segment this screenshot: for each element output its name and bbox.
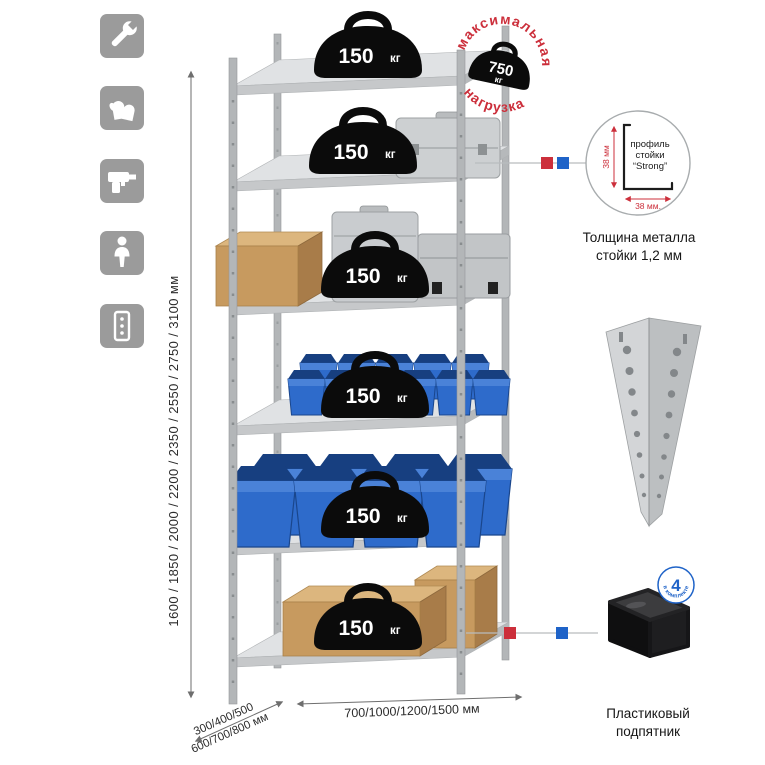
rack-back-posts [273, 25, 510, 669]
shelf-load-value: 150 [338, 617, 373, 640]
profile-callout: 38 мм 38 мм. профиль стойки “Strong” [585, 110, 691, 216]
red-marker [504, 627, 516, 639]
shelf-load-value: 150 [345, 505, 380, 528]
foot-caption: Пластиковый подпятник [570, 705, 726, 741]
shelf-load-weight-4: 150 кг [321, 355, 429, 418]
blue-marker [557, 157, 569, 169]
profile-text-line1: профиль [630, 139, 669, 150]
depth-dimension-line [194, 701, 284, 742]
shelf-load-unit: кг [390, 625, 401, 637]
shelf-load-value: 150 [345, 265, 380, 288]
person-glyph [114, 236, 130, 267]
profile-caption-line1: Толщина металла [582, 230, 696, 245]
post-holes [619, 332, 687, 499]
rack-post-icon [100, 304, 144, 348]
shelf-load-unit: кг [397, 393, 408, 405]
profile-cross-section [622, 123, 674, 191]
person-icon [100, 231, 144, 275]
shelf-load-weight-1: 150 кг [314, 15, 422, 78]
foot-caption-line2: подпятник [615, 724, 681, 740]
shelf-load-value: 150 [333, 141, 368, 164]
rack-front-posts [228, 49, 466, 705]
profile-connector [475, 157, 586, 169]
blue-marker [556, 627, 568, 639]
corner-post-image [605, 317, 702, 528]
profile-dim-vertical: 38 мм [601, 145, 611, 169]
shelf-load-unit: кг [390, 53, 401, 65]
profile-caption-line2: стойки 1,2 мм [595, 248, 683, 264]
stamp-unit: кг [494, 74, 504, 85]
metal-case [395, 111, 501, 179]
quantity-badge: 4 в комплекте [657, 566, 695, 604]
shelf-load-value: 150 [345, 385, 380, 408]
foot-caption-line1: Пластиковый [606, 706, 690, 721]
height-dimension-label: 1600 / 1850 / 2000 / 2200 / 2350 / 2550 … [166, 275, 181, 627]
red-marker [541, 157, 553, 169]
profile-text-line3: “Strong” [633, 161, 667, 172]
shelf-load-weight-3: 150 кг [321, 235, 429, 298]
width-dimension-line [296, 693, 523, 708]
plastic-foot-image [608, 588, 690, 658]
wrench-icon [100, 14, 144, 58]
shelf-load-unit: кг [385, 149, 396, 161]
profile-dim-horizontal: 38 мм. [635, 201, 661, 211]
gloves-glyph [109, 101, 135, 122]
shelf-load-unit: кг [397, 513, 408, 525]
gloves-icon [100, 86, 144, 130]
badge-number: 4 [671, 576, 681, 595]
wrench-glyph [111, 19, 139, 47]
profile-caption: Толщина металла стойки 1,2 мм [566, 229, 712, 265]
profile-text-line2: стойки [635, 150, 664, 161]
shelf-load-weight-5: 150 кг [321, 475, 429, 538]
shelf-load-weight-6: 150 кг [314, 587, 422, 650]
shelf-load-weight-2: 150 кг [309, 111, 417, 174]
shelf-load-value: 150 [338, 45, 373, 68]
rack-post-glyph [113, 310, 131, 342]
shelf-load-unit: кг [397, 273, 408, 285]
foot-connector [466, 627, 598, 639]
drill-icon [100, 159, 144, 203]
drill-glyph [108, 172, 136, 193]
stamp-value: 750 [487, 58, 515, 80]
